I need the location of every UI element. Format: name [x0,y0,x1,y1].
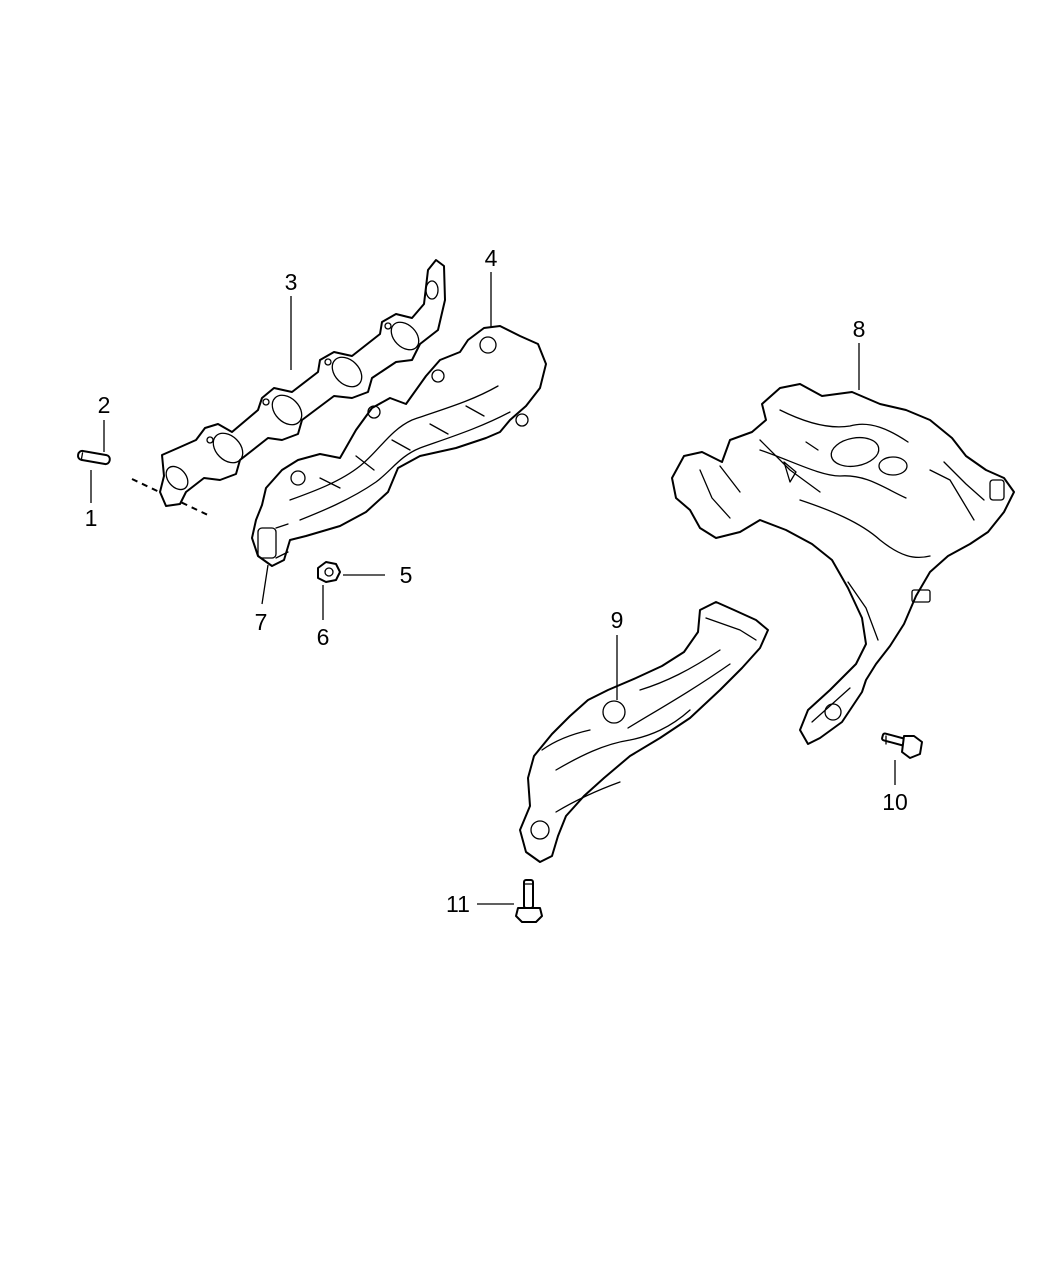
callout-11: 11 [446,891,470,917]
callout-10: 10 [882,789,908,815]
callout-labels: 1 2 3 4 5 6 7 8 9 10 11 [85,245,908,917]
callout-6: 6 [317,624,330,650]
exhaust-manifold-icon [251,325,547,567]
alignment-dashed-line [131,478,211,517]
callout-5: 5 [400,562,413,588]
heat-shield-icon [519,601,769,863]
leader-lines [90,272,896,905]
bolt-icon [881,732,923,759]
callout-1: 1 [85,505,98,531]
bolt-icon [515,879,543,923]
callout-4: 4 [485,245,498,271]
nut-icon [317,561,341,583]
callout-3: 3 [285,269,298,295]
callout-7: 7 [255,609,268,635]
dowel-pin-icon [77,449,111,466]
heat-shield-icon [671,383,1015,745]
callout-8: 8 [853,316,866,342]
callout-2: 2 [98,392,111,418]
gasket-icon [159,259,446,507]
callout-9: 9 [611,607,624,633]
